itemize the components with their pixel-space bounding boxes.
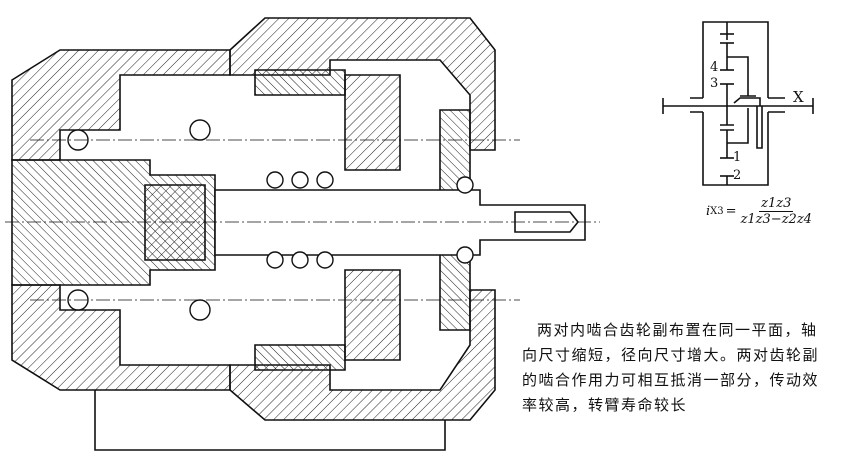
- gear-label-3: 3: [710, 76, 719, 91]
- description-caption: 两对内啮合齿轮副布置在同一平面，轴 向尺寸缩短，径向尺寸增大。两对齿轮副 的啮合…: [522, 318, 847, 418]
- kinematic-schematic: [662, 21, 814, 186]
- caption-line: 向尺寸缩短，径向尺寸增大。两对齿轮副: [522, 346, 820, 364]
- formula-fraction: z1z3 z1z3−z2z4: [741, 196, 812, 227]
- centerlines: [5, 139, 600, 301]
- formula-denominator: z1z3−z2z4: [740, 212, 812, 227]
- formula-numerator: z1z3: [759, 196, 794, 212]
- gear-label-1: 1: [733, 150, 742, 165]
- formula-equals: =: [725, 204, 737, 219]
- gear-label-2: 2: [733, 168, 742, 183]
- shafts: [11, 69, 586, 451]
- caption-line: 两对内啮合齿轮副布置在同一平面，轴: [537, 321, 818, 339]
- caption-line: 的啮合作用力可相互抵消一部分，传动效: [522, 371, 820, 389]
- gear-label-4: 4: [710, 60, 719, 75]
- bearings: [67, 119, 474, 321]
- formula-lhs: i: [706, 204, 711, 219]
- caption-line: 率较高，转臂寿命较长: [522, 396, 688, 414]
- formula-subscript: X3: [710, 206, 724, 217]
- carrier-label-x: X: [793, 88, 804, 106]
